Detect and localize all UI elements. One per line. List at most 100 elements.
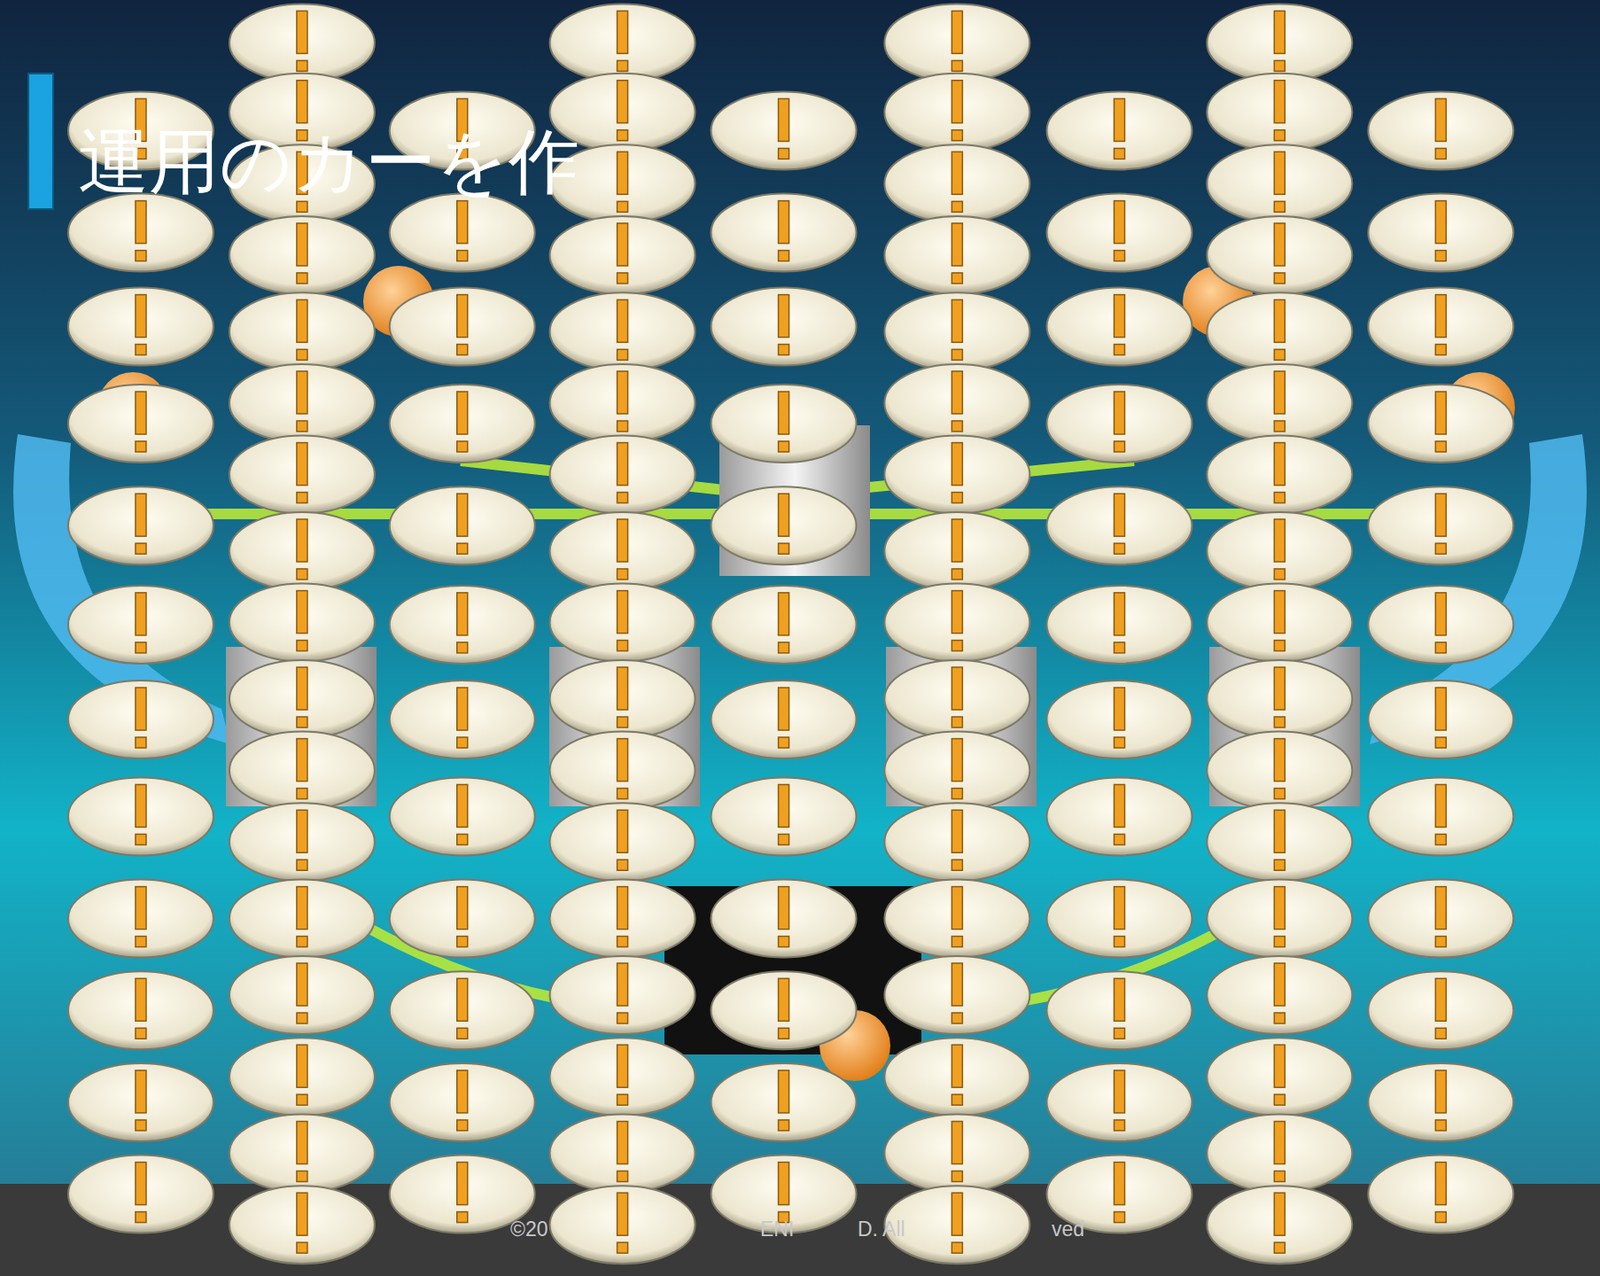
broken-image-icon bbox=[1367, 1063, 1514, 1142]
broken-image-icon bbox=[389, 776, 536, 855]
broken-image-icon bbox=[1367, 486, 1514, 565]
broken-image-icon bbox=[1367, 776, 1514, 855]
broken-image-icon bbox=[229, 512, 375, 591]
broken-image-icon bbox=[711, 970, 857, 1049]
broken-image-icon bbox=[550, 660, 696, 738]
broken-image-icon bbox=[68, 776, 214, 855]
broken-image-icon bbox=[550, 955, 696, 1034]
broken-image-icon bbox=[711, 680, 857, 759]
broken-image-icon bbox=[711, 776, 857, 855]
broken-image-icon bbox=[389, 1063, 536, 1142]
broken-image-icon bbox=[711, 585, 857, 664]
broken-image-icon bbox=[550, 731, 696, 810]
broken-image-icon bbox=[1367, 970, 1514, 1049]
broken-image-icon bbox=[68, 879, 214, 958]
broken-image-icon bbox=[229, 660, 375, 738]
broken-image-icon bbox=[1367, 194, 1514, 272]
broken-image-icon bbox=[229, 879, 375, 958]
broken-image-icon bbox=[229, 802, 375, 881]
broken-image-icon bbox=[1206, 1037, 1352, 1116]
broken-image-icon bbox=[1206, 512, 1352, 591]
broken-image-icon bbox=[1047, 91, 1193, 170]
broken-image-icon bbox=[1367, 384, 1514, 463]
broken-image-icon bbox=[1367, 879, 1514, 958]
broken-image-icon bbox=[884, 3, 1030, 82]
broken-image-icon bbox=[1047, 1063, 1193, 1142]
broken-image-icon bbox=[550, 435, 696, 514]
database-icons bbox=[225, 425, 1360, 807]
broken-image-icon bbox=[550, 1114, 696, 1193]
broken-image-icon bbox=[1206, 1114, 1352, 1193]
footer-text: ENI bbox=[760, 1217, 794, 1242]
broken-image-icon bbox=[711, 879, 857, 958]
broken-image-icon bbox=[68, 680, 214, 759]
footer-text: ved bbox=[1051, 1217, 1085, 1242]
broken-image-icon bbox=[884, 660, 1030, 738]
broken-image-icon bbox=[1047, 585, 1193, 664]
broken-image-icon bbox=[229, 364, 375, 443]
broken-image-icon bbox=[884, 731, 1030, 810]
broken-image-icon bbox=[229, 731, 375, 810]
broken-image-icon bbox=[389, 194, 536, 272]
broken-image-icon bbox=[68, 287, 214, 366]
broken-image-icon bbox=[1206, 1185, 1352, 1264]
broken-image-icon bbox=[389, 879, 536, 958]
broken-image-icon bbox=[1206, 660, 1352, 738]
person-icons bbox=[97, 265, 1515, 1081]
broken-image-icon bbox=[229, 1185, 375, 1264]
broken-image-icon bbox=[1206, 3, 1352, 82]
broken-image-icon bbox=[1367, 680, 1514, 759]
broken-image-icon bbox=[884, 216, 1030, 295]
broken-image-icon bbox=[229, 292, 375, 371]
broken-image-icon bbox=[229, 435, 375, 514]
broken-image-icon bbox=[1367, 287, 1514, 366]
broken-image-icon bbox=[711, 194, 857, 272]
broken-image-icon bbox=[550, 3, 696, 82]
broken-image-icon bbox=[1367, 91, 1514, 170]
broken-image-icon bbox=[711, 384, 857, 463]
broken-image-icon bbox=[884, 1114, 1030, 1193]
title-bar bbox=[28, 73, 54, 210]
footer-text: D. All bbox=[857, 1217, 906, 1242]
broken-image-icon bbox=[229, 1114, 375, 1193]
broken-image-icon bbox=[550, 292, 696, 371]
broken-image-icon bbox=[550, 879, 696, 958]
broken-image-icon bbox=[550, 364, 696, 443]
broken-image-icon bbox=[389, 585, 536, 664]
broken-image-icon bbox=[884, 512, 1030, 591]
broken-image-icon bbox=[68, 1155, 214, 1234]
broken-image-icon bbox=[1047, 287, 1193, 366]
broken-image-icon bbox=[1206, 292, 1352, 371]
broken-image-icon bbox=[1047, 879, 1193, 958]
broken-image-icon bbox=[389, 970, 536, 1049]
broken-image-icon bbox=[884, 292, 1030, 371]
broken-image-icon bbox=[68, 970, 214, 1049]
broken-image-icon bbox=[550, 512, 696, 591]
broken-image-icon bbox=[884, 435, 1030, 514]
broken-image-icon bbox=[884, 1037, 1030, 1116]
broken-image-icon bbox=[1047, 680, 1193, 759]
broken-image-icon bbox=[1206, 879, 1352, 958]
broken-image-icon bbox=[711, 486, 857, 565]
broken-image-icon bbox=[884, 802, 1030, 881]
broken-image-icon bbox=[884, 583, 1030, 662]
broken-image-icon bbox=[1206, 216, 1352, 295]
slide-title: 運用のカーを作 bbox=[77, 115, 580, 211]
broken-image-icon bbox=[1206, 73, 1352, 152]
broken-image-icon bbox=[1206, 144, 1352, 223]
broken-image-icon bbox=[68, 486, 214, 565]
broken-image-icon bbox=[550, 802, 696, 881]
broken-image-icon bbox=[68, 384, 214, 463]
broken-image-icon bbox=[389, 384, 536, 463]
broken-image-icon bbox=[229, 955, 375, 1034]
broken-image-icon bbox=[884, 73, 1030, 152]
broken-image-icon bbox=[1047, 970, 1193, 1049]
broken-image-icon bbox=[1206, 731, 1352, 810]
broken-image-icon bbox=[550, 1037, 696, 1116]
broken-image-icon bbox=[229, 3, 375, 82]
broken-image-icon bbox=[550, 1185, 696, 1264]
broken-image-icon bbox=[1047, 194, 1193, 272]
broken-image-icon bbox=[1206, 583, 1352, 662]
broken-image-icon bbox=[1206, 435, 1352, 514]
